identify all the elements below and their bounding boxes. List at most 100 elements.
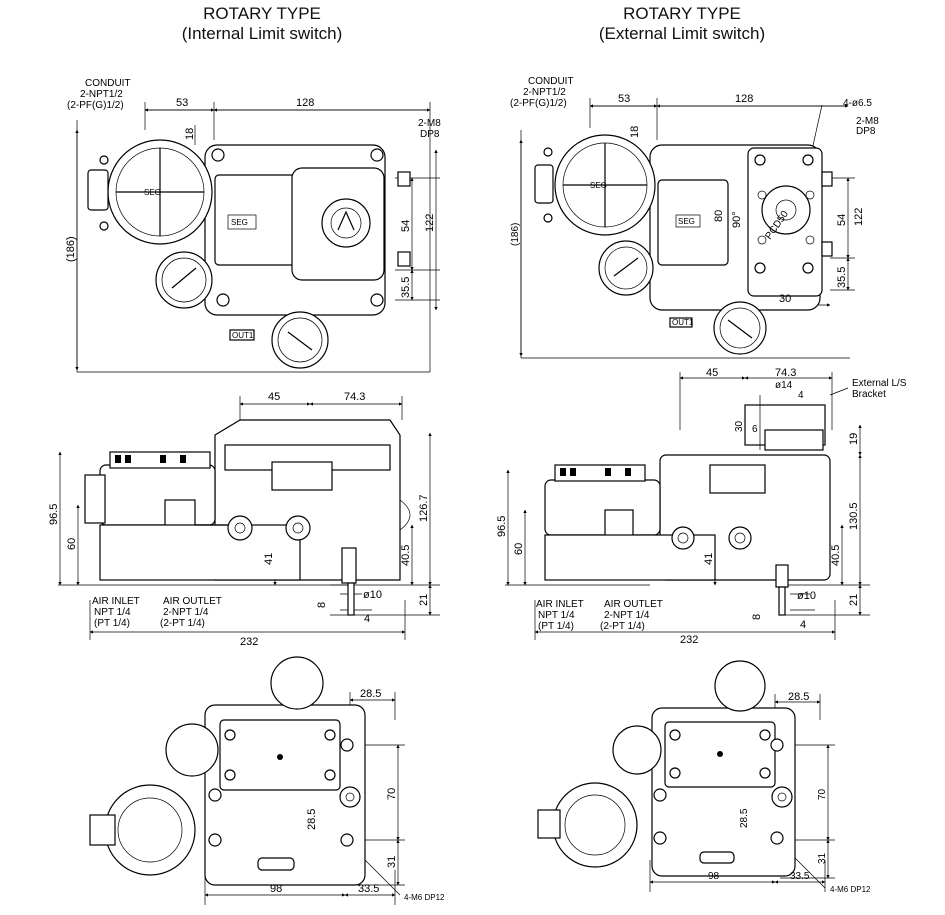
left-dim-35-5: 35.5 bbox=[400, 277, 412, 298]
left-side-74-3: 74.3 bbox=[344, 391, 365, 403]
left-side-view: 45 74.3 96.5 60 41 126.7 40.5 21 8 ø10 4… bbox=[48, 391, 440, 648]
right-title-block: ROTARY TYPE (External Limit switch) bbox=[532, 4, 832, 44]
left-bot-70: 70 bbox=[386, 788, 398, 800]
left-side-8: 8 bbox=[316, 602, 328, 608]
left-top-brand: SEG bbox=[144, 188, 161, 197]
left-outlet-2: 2-NPT 1/4 bbox=[163, 607, 209, 618]
right-side-40-5: 40.5 bbox=[830, 545, 842, 566]
right-side-74-3: 74.3 bbox=[775, 367, 796, 379]
right-dim-90: 90° bbox=[731, 211, 743, 228]
left-m8-1: 2-M8 bbox=[418, 118, 441, 129]
right-conduit-3: (2-PF(G)1/2) bbox=[510, 98, 567, 109]
right-m8-1: 2-M8 bbox=[856, 116, 879, 127]
left-m8-2: DP8 bbox=[420, 129, 440, 140]
right-top-brand: SEG bbox=[590, 181, 607, 190]
right-dim-18: 18 bbox=[629, 126, 641, 138]
right-side-view: 45 74.3 ø14 4 30 6 19 External L/S Brack… bbox=[496, 367, 907, 646]
right-side-19: 19 bbox=[848, 433, 860, 445]
right-side-4a: 4 bbox=[798, 390, 804, 401]
right-bracket-1: External L/S bbox=[852, 378, 907, 389]
right-outlet-3: (2-PT 1/4) bbox=[600, 621, 645, 632]
left-side-d10: ø10 bbox=[363, 589, 382, 601]
left-conduit-2: 2-NPT1/2 bbox=[80, 89, 123, 100]
right-dim-128: 128 bbox=[735, 93, 753, 105]
left-dim-186: (186) bbox=[65, 236, 77, 262]
right-side-6: 6 bbox=[752, 424, 758, 435]
left-inlet-1: AIR INLET bbox=[92, 596, 140, 607]
right-inlet-1: AIR INLET bbox=[536, 599, 584, 610]
left-outlet-3: (2-PT 1/4) bbox=[160, 618, 205, 629]
right-bot-33-5: 33.5 bbox=[790, 871, 810, 882]
left-inlet-2: NPT 1/4 bbox=[94, 607, 131, 618]
left-dim-128: 128 bbox=[296, 97, 314, 109]
left-inlet-3: (PT 1/4) bbox=[94, 618, 130, 629]
left-bot-m6: 4-M6 DP12 bbox=[404, 893, 445, 902]
right-dim-54: 54 bbox=[836, 214, 848, 226]
left-subtitle: (Internal Limit switch) bbox=[181, 24, 343, 43]
left-bot-28-5b: 28.5 bbox=[306, 809, 318, 830]
left-side-60: 60 bbox=[66, 538, 78, 550]
left-side-45: 45 bbox=[268, 391, 280, 403]
left-conduit-3: (2-PF(G)1/2) bbox=[67, 100, 124, 111]
right-side-60: 60 bbox=[513, 543, 525, 555]
left-bot-98: 98 bbox=[270, 883, 282, 895]
right-dim-53: 53 bbox=[618, 93, 630, 105]
left-side-41: 41 bbox=[263, 553, 275, 565]
right-bot-28-5b: 28.5 bbox=[739, 808, 750, 828]
left-dim-18: 18 bbox=[184, 128, 196, 140]
svg-text:SEG: SEG bbox=[678, 217, 695, 226]
right-dim-80: 80 bbox=[713, 210, 725, 222]
right-side-4b: 4 bbox=[800, 619, 806, 631]
left-side-21: 21 bbox=[418, 594, 430, 606]
right-side-45: 45 bbox=[706, 367, 718, 379]
right-bot-98: 98 bbox=[708, 871, 720, 882]
left-top-view: SEG SEG OUT1 CONDUIT 2-NPT1/2 (2-PF(G)1/… bbox=[65, 78, 441, 373]
right-outlet-2: 2-NPT 1/4 bbox=[604, 610, 650, 621]
right-bottom-view: 28.5 70 28.5 31 98 33.5 4-M6 DP12 bbox=[537, 660, 871, 894]
left-dim-122: 122 bbox=[424, 214, 436, 232]
right-side-21: 21 bbox=[848, 594, 860, 606]
right-side-d14: ø14 bbox=[775, 380, 793, 391]
left-bot-28-5a: 28.5 bbox=[360, 688, 381, 700]
left-side-96-5: 96.5 bbox=[48, 504, 60, 525]
left-side-232: 232 bbox=[240, 636, 258, 648]
right-m8-2: DP8 bbox=[856, 126, 876, 137]
right-holes: 4-ø6.5 bbox=[843, 98, 872, 109]
left-side-126-7: 126.7 bbox=[418, 494, 430, 522]
right-subtitle: (External Limit switch) bbox=[598, 24, 766, 43]
left-conduit-1: CONDUIT bbox=[85, 78, 131, 89]
right-side-d10: ø10 bbox=[797, 590, 816, 602]
left-bot-31: 31 bbox=[386, 856, 398, 868]
left-bot-33-5: 33.5 bbox=[358, 883, 379, 895]
left-side-4: 4 bbox=[364, 613, 370, 625]
left-side-40-5: 40.5 bbox=[400, 545, 412, 566]
right-side-8: 8 bbox=[751, 614, 763, 620]
left-title-block: ROTARY TYPE (Internal Limit switch) bbox=[112, 4, 412, 44]
right-inlet-3: (PT 1/4) bbox=[538, 621, 574, 632]
right-side-232: 232 bbox=[680, 634, 698, 646]
right-top-view: SEG SEG OUT1 CONDUIT 2-NPT1/2 (2-PF(G)1/… bbox=[510, 76, 879, 359]
right-dim-122: 122 bbox=[853, 208, 865, 226]
right-side-96-5: 96.5 bbox=[496, 516, 508, 537]
right-dim-35-5: 35.5 bbox=[836, 267, 848, 288]
right-side-30: 30 bbox=[734, 420, 745, 432]
right-inlet-2: NPT 1/4 bbox=[538, 610, 575, 621]
right-conduit-1: CONDUIT bbox=[528, 76, 574, 87]
right-bot-70: 70 bbox=[817, 788, 828, 800]
left-outlet-1: AIR OUTLET bbox=[163, 596, 222, 607]
left-dim-53: 53 bbox=[176, 97, 188, 109]
right-side-130-5: 130.5 bbox=[848, 502, 860, 530]
right-title: ROTARY TYPE bbox=[623, 4, 741, 23]
right-bot-m6: 4-M6 DP12 bbox=[830, 885, 871, 894]
left-top-out: OUT1 bbox=[232, 331, 254, 340]
left-title: ROTARY TYPE bbox=[203, 4, 321, 23]
right-dim-186: (186) bbox=[510, 223, 521, 246]
right-top-out: OUT1 bbox=[672, 318, 694, 327]
right-bot-28-5a: 28.5 bbox=[788, 691, 809, 703]
right-outlet-1: AIR OUTLET bbox=[604, 599, 663, 610]
svg-text:SEG: SEG bbox=[231, 218, 248, 227]
right-bot-31: 31 bbox=[817, 852, 828, 864]
right-dim-30: 30 bbox=[779, 293, 791, 305]
right-side-41: 41 bbox=[703, 553, 715, 565]
